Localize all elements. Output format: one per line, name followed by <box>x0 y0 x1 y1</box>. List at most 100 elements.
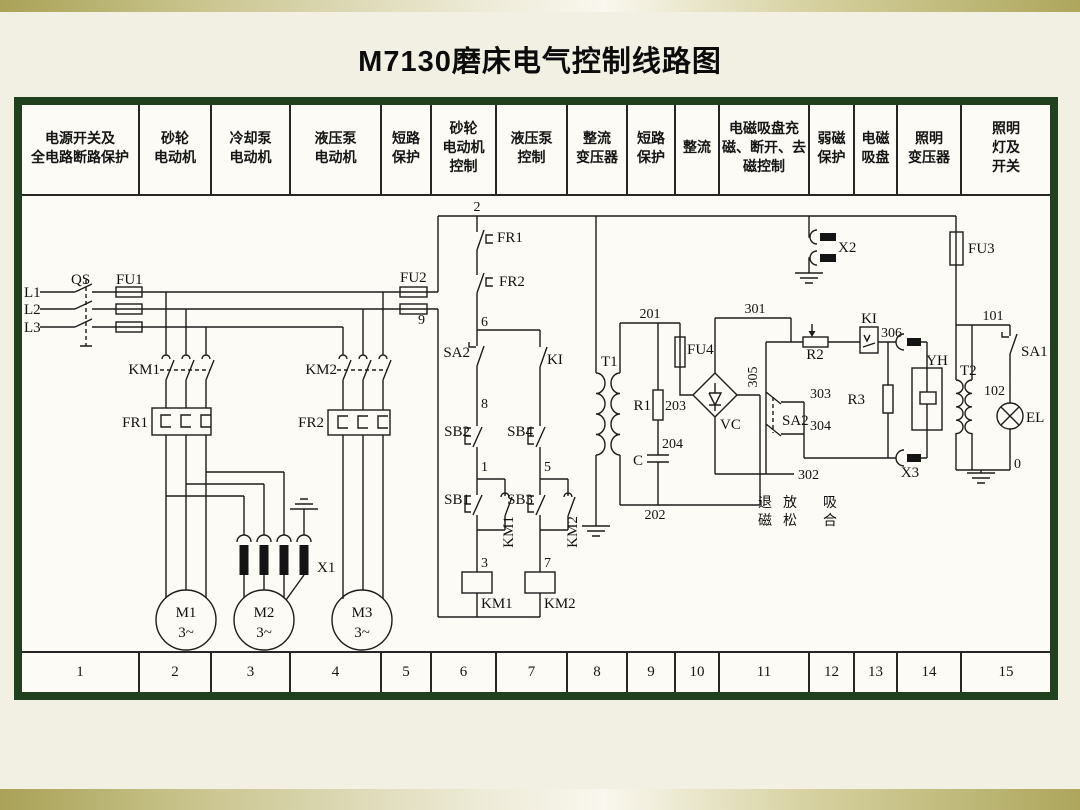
label-m1-phase: 3~ <box>178 625 194 641</box>
label-t2: T2 <box>960 363 977 379</box>
label-wire1: 1 <box>481 460 488 475</box>
label-sb4: SB4 <box>507 424 533 440</box>
label-m3: M3 <box>352 605 373 621</box>
footer-cell-2: 2 <box>140 653 212 692</box>
footer-cell-13: 13 <box>855 653 898 692</box>
km2-motor-branch: KM2 FR2 M3 3~ <box>298 292 393 651</box>
top-decor-band <box>0 0 1080 12</box>
label-fr2: FR2 <box>298 415 324 431</box>
label-km2-aux: KM2 <box>565 516 581 548</box>
x1-connector-m2-branch: X1 M2 3~ <box>166 471 335 651</box>
label-r2: R2 <box>806 347 824 363</box>
header-cell-9: 短路 保护 <box>628 105 676 194</box>
lighting-section: FU3 101 SA1 102 EL 0 T2 <box>949 216 1048 484</box>
power-input-section: L1 L2 L3 QS FU1 FU2 9 <box>24 216 439 617</box>
label-wire2: 2 <box>474 200 481 215</box>
label-x3: X3 <box>901 465 919 481</box>
footer-cell-10: 10 <box>676 653 720 692</box>
header-cell-13: 电磁 吸盘 <box>855 105 898 194</box>
label-el: EL <box>1026 410 1044 426</box>
label-mode-release: 放松 <box>783 495 797 529</box>
label-r1: R1 <box>633 398 651 414</box>
label-x1: X1 <box>317 560 335 576</box>
footer-cell-9: 9 <box>628 653 676 692</box>
label-qs: QS <box>71 272 90 288</box>
label-wire6: 6 <box>481 315 488 330</box>
label-sa1: SA1 <box>1021 344 1048 360</box>
chuck-section: X2 YH X3 <box>795 216 948 481</box>
footer-cell-6: 6 <box>432 653 497 692</box>
label-m2-phase: 3~ <box>256 625 272 641</box>
footer-cell-12: 12 <box>810 653 855 692</box>
label-wire203: 203 <box>665 399 686 414</box>
label-km1-aux: KM1 <box>501 516 517 548</box>
label-m3-phase: 3~ <box>354 625 370 641</box>
label-x2: X2 <box>838 240 856 256</box>
footer-cell-15: 15 <box>998 664 1014 680</box>
page-title: M7130磨床电气控制线路图 <box>358 46 722 78</box>
label-fu3: FU3 <box>968 241 995 257</box>
label-sb3: SB3 <box>507 492 533 508</box>
control-ladder: 2 FR1 FR2 6 SA2 KI 8 SB2 SB4 1 5 SB1 SB3… <box>438 200 956 618</box>
label-t1: T1 <box>601 354 618 370</box>
label-wire8: 8 <box>481 397 488 412</box>
label-wire9: 9 <box>418 313 425 328</box>
header-cell-11: 电磁吸盘充 磁、断开、去 磁控制 <box>720 105 810 194</box>
header-row: 电源开关及 全电路断路保护砂轮 电动机冷却泵 电动机液压泵 电动机短路 保护砂轮… <box>22 105 1050 196</box>
label-mode-attract: 吸合 <box>823 496 837 529</box>
label-fu4: FU4 <box>687 342 714 358</box>
label-wire7: 7 <box>544 556 551 571</box>
label-fr1-contact: FR1 <box>497 230 523 246</box>
footer-cell-11: 11 <box>720 653 810 692</box>
label-ki-relay: KI <box>861 311 877 327</box>
footer-cell-7: 7 <box>497 653 568 692</box>
label-wire306: 306 <box>881 326 902 341</box>
label-fu2: FU2 <box>400 270 427 286</box>
km1-motor-branch: KM1 FR1 M1 3~ <box>122 292 217 651</box>
footer-cell-3: 3 <box>212 653 291 692</box>
footer-cell-8: 8 <box>568 653 628 692</box>
header-cell-8: 整流 变压器 <box>568 105 628 194</box>
label-wire301: 301 <box>745 302 766 317</box>
label-wire101: 101 <box>983 309 1004 324</box>
label-wire102: 102 <box>984 384 1005 399</box>
label-km1: KM1 <box>128 362 160 378</box>
header-cell-4: 液压泵 电动机 <box>291 105 382 194</box>
label-wire305: 305 <box>746 367 761 388</box>
label-fr2-contact: FR2 <box>499 274 525 290</box>
label-wire204: 204 <box>662 437 683 452</box>
label-wire201: 201 <box>640 307 661 322</box>
label-wire302: 302 <box>798 468 819 483</box>
header-cell-1: 电源开关及 全电路断路保护 <box>22 105 140 194</box>
header-cell-12: 弱磁 保护 <box>810 105 855 194</box>
header-cell-6: 砂轮 电动机 控制 <box>432 105 497 194</box>
label-km1-coil: KM1 <box>481 596 513 612</box>
header-cell-15: 照明 灯及 开关 <box>992 122 1020 175</box>
label-sa2-chuck: SA2 <box>782 413 809 429</box>
label-wire304: 304 <box>810 419 831 434</box>
label-r3: R3 <box>847 392 865 408</box>
footer-cell-5: 5 <box>382 653 432 692</box>
header-cell-10: 整流 <box>676 105 720 194</box>
label-c: C <box>633 453 643 469</box>
header-cell-5: 短路 保护 <box>382 105 432 194</box>
label-l3: L3 <box>24 320 41 336</box>
rectifier-section: T1 201 FU4 R1 203 204 C VC 202 301 302 <box>582 216 819 537</box>
label-l2: L2 <box>24 302 41 318</box>
label-fu1: FU1 <box>116 272 143 288</box>
label-wire5: 5 <box>544 460 551 475</box>
label-mode-demag: 退磁 <box>758 495 772 529</box>
diagram-frame: 电源开关及 全电路断路保护砂轮 电动机冷却泵 电动机液压泵 电动机短路 保护砂轮… <box>14 97 1058 700</box>
label-m2: M2 <box>254 605 275 621</box>
label-ki-contact: KI <box>547 352 563 368</box>
label-l1: L1 <box>24 285 41 301</box>
label-wire303: 303 <box>810 387 831 402</box>
circuit-schematic: L1 L2 L3 QS FU1 FU2 9 KM1 FR1 M1 3~ <box>24 200 1048 651</box>
header-cell-3: 冷却泵 电动机 <box>212 105 291 194</box>
label-yh: YH <box>926 353 948 369</box>
chuck-control-section: R2 305 SA2 303 304 KI 306 R3 <box>746 311 902 474</box>
label-km2-coil: KM2 <box>544 596 576 612</box>
header-cell-14: 照明 变压器 <box>898 105 962 194</box>
label-sb1: SB1 <box>444 492 470 508</box>
